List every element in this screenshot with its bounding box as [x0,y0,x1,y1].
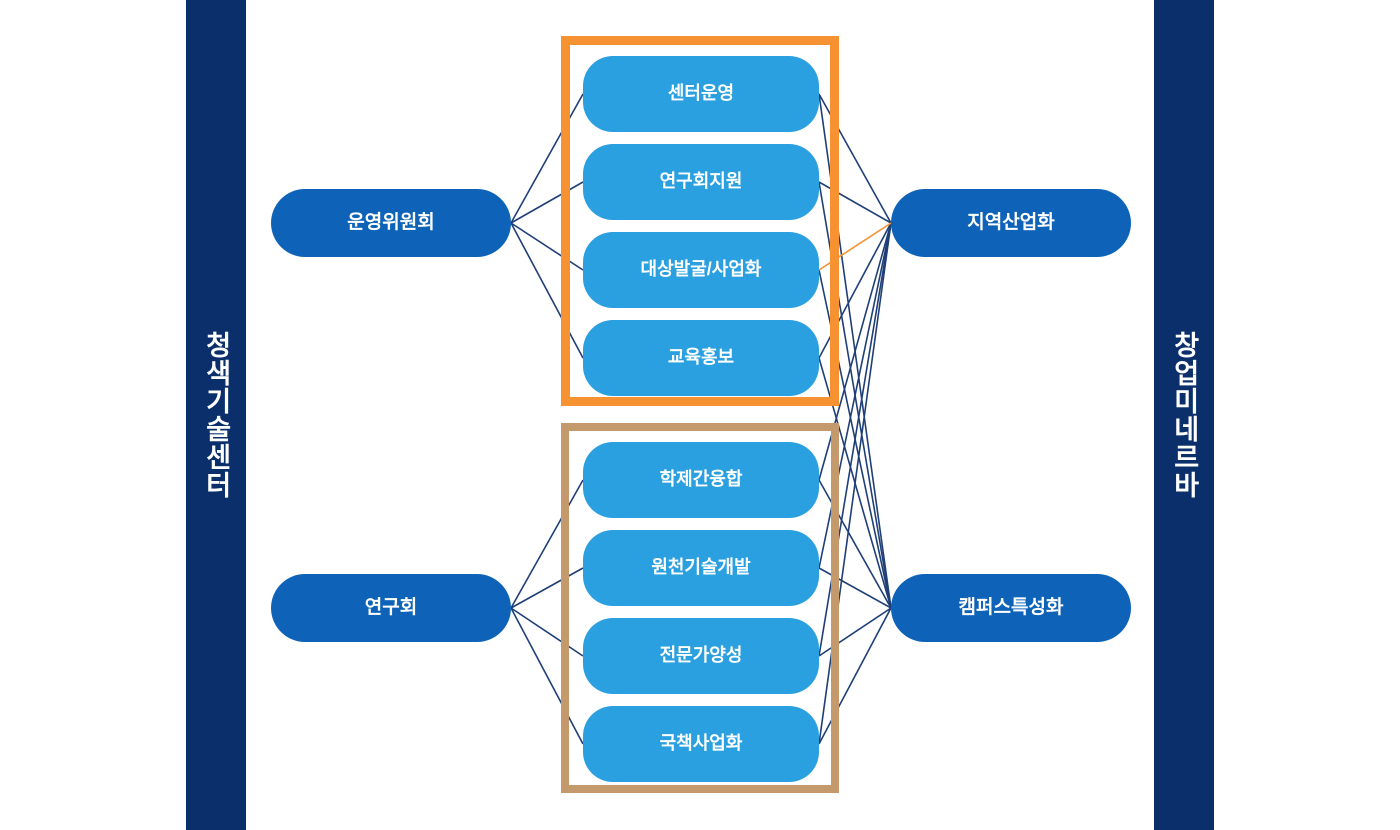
node-regional-industrialization-label: 지역산업화 [967,211,1055,233]
node-center-operation-label: 센터운영 [667,83,735,104]
node-national-project-commercialization-label: 국책사업화 [659,733,743,754]
node-target-discovery-commercialization[interactable]: 대상발굴/사업화 [583,232,819,308]
node-research-society-label: 연구회 [364,596,418,618]
node-core-technology-development-label: 원천기술개발 [651,557,751,578]
node-campus-specialization[interactable]: 캠퍼스특성화 [891,574,1131,642]
node-society-support-label: 연구회지원 [659,171,743,192]
sidebar-left: 청색기술센터 [186,0,246,830]
node-expert-training-label: 전문가양성 [659,645,743,666]
group-frame-research [561,423,839,793]
node-national-project-commercialization[interactable]: 국책사업화 [583,706,819,782]
node-core-technology-development[interactable]: 원천기술개발 [583,530,819,606]
node-society-support[interactable]: 연구회지원 [583,144,819,220]
node-education-pr[interactable]: 교육홍보 [583,320,819,396]
node-education-pr-label: 교육홍보 [667,347,735,368]
node-center-operation[interactable]: 센터운영 [583,56,819,132]
node-interdisciplinary-convergence[interactable]: 학제간융합 [583,442,819,518]
node-research-society[interactable]: 연구회 [271,574,511,642]
node-regional-industrialization[interactable]: 지역산업화 [891,189,1131,257]
sidebar-left-label: 청색기술센터 [201,331,232,499]
node-steering-committee[interactable]: 운영위원회 [271,189,511,257]
sidebar-right-label: 창업미네르바 [1169,331,1200,499]
group-frame-operations [561,36,839,406]
node-campus-specialization-label: 캠퍼스특성화 [958,596,1064,618]
node-steering-committee-label: 운영위원회 [347,211,435,233]
sidebar-right: 창업미네르바 [1154,0,1214,830]
node-expert-training[interactable]: 전문가양성 [583,618,819,694]
node-interdisciplinary-convergence-label: 학제간융합 [659,469,743,490]
node-target-discovery-commercialization-label: 대상발굴/사업화 [640,259,762,280]
